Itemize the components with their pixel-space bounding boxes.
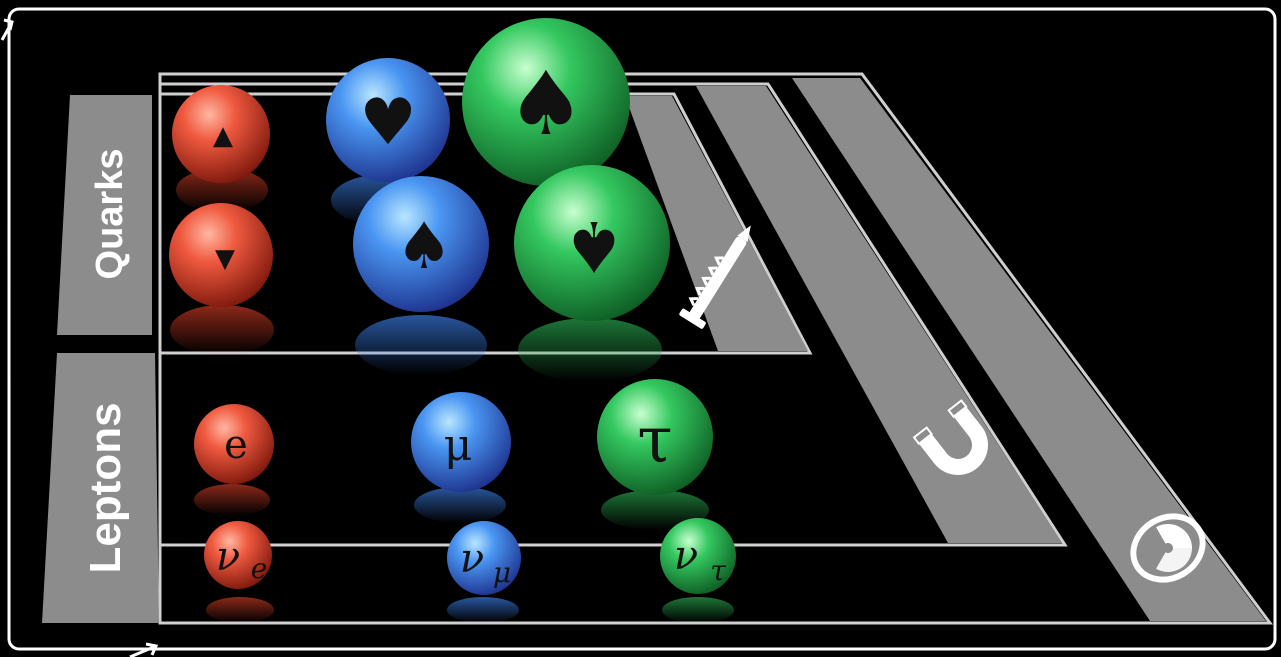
muon: μ [411, 392, 511, 492]
radiation-icon [1130, 513, 1206, 583]
up-quark: ▲ [172, 85, 270, 183]
tau-neutrino: ν τ [660, 518, 736, 594]
top-quark-symbol: ♠ [507, 52, 586, 155]
electron-neutrino: ν e [204, 521, 272, 589]
muon-neutrino-symbol: ν [460, 536, 484, 582]
charm-quark: ♥ [326, 58, 450, 182]
bottom-quark: ♠ [514, 165, 670, 321]
leptons-label: Leptons [81, 402, 130, 573]
tau: τ [597, 379, 713, 495]
strange-quark-symbol: ♠ [395, 210, 452, 284]
quarks-label: Quarks [89, 149, 131, 280]
muon-neutrino-subscript: μ [493, 556, 511, 589]
up-quark-symbol: ▲ [213, 121, 233, 151]
electron-neutrino-subscript: e [251, 552, 268, 585]
weak-force-strip [792, 78, 1266, 621]
down-quark-symbol: ▼ [215, 244, 235, 274]
top-quark: ♠ [462, 18, 630, 186]
muon-neutrino: ν μ [447, 521, 521, 595]
leptons-label-panel [42, 353, 159, 623]
tau-neutrino-subscript: τ [710, 554, 726, 587]
corner-arrow-icon-bottom [129, 642, 159, 657]
electron-neutrino-symbol: ν [216, 534, 240, 580]
tau-neutrino-symbol: ν [674, 533, 698, 579]
corner-arrow-icon [0, 18, 14, 41]
screw-icon [679, 225, 751, 329]
quarks-label-panel [57, 95, 152, 335]
muon-symbol: μ [444, 420, 473, 471]
tau-symbol: τ [637, 404, 672, 478]
electron-symbol: e [224, 422, 248, 468]
bottom-quark-symbol: ♠ [563, 205, 626, 287]
strong-force-strip [625, 96, 808, 351]
strange-quark: ♠ [353, 176, 489, 312]
charm-quark-symbol: ♥ [359, 86, 416, 160]
electron: e [194, 404, 274, 484]
down-quark: ▼ [169, 203, 273, 307]
magnet-icon [912, 399, 988, 475]
